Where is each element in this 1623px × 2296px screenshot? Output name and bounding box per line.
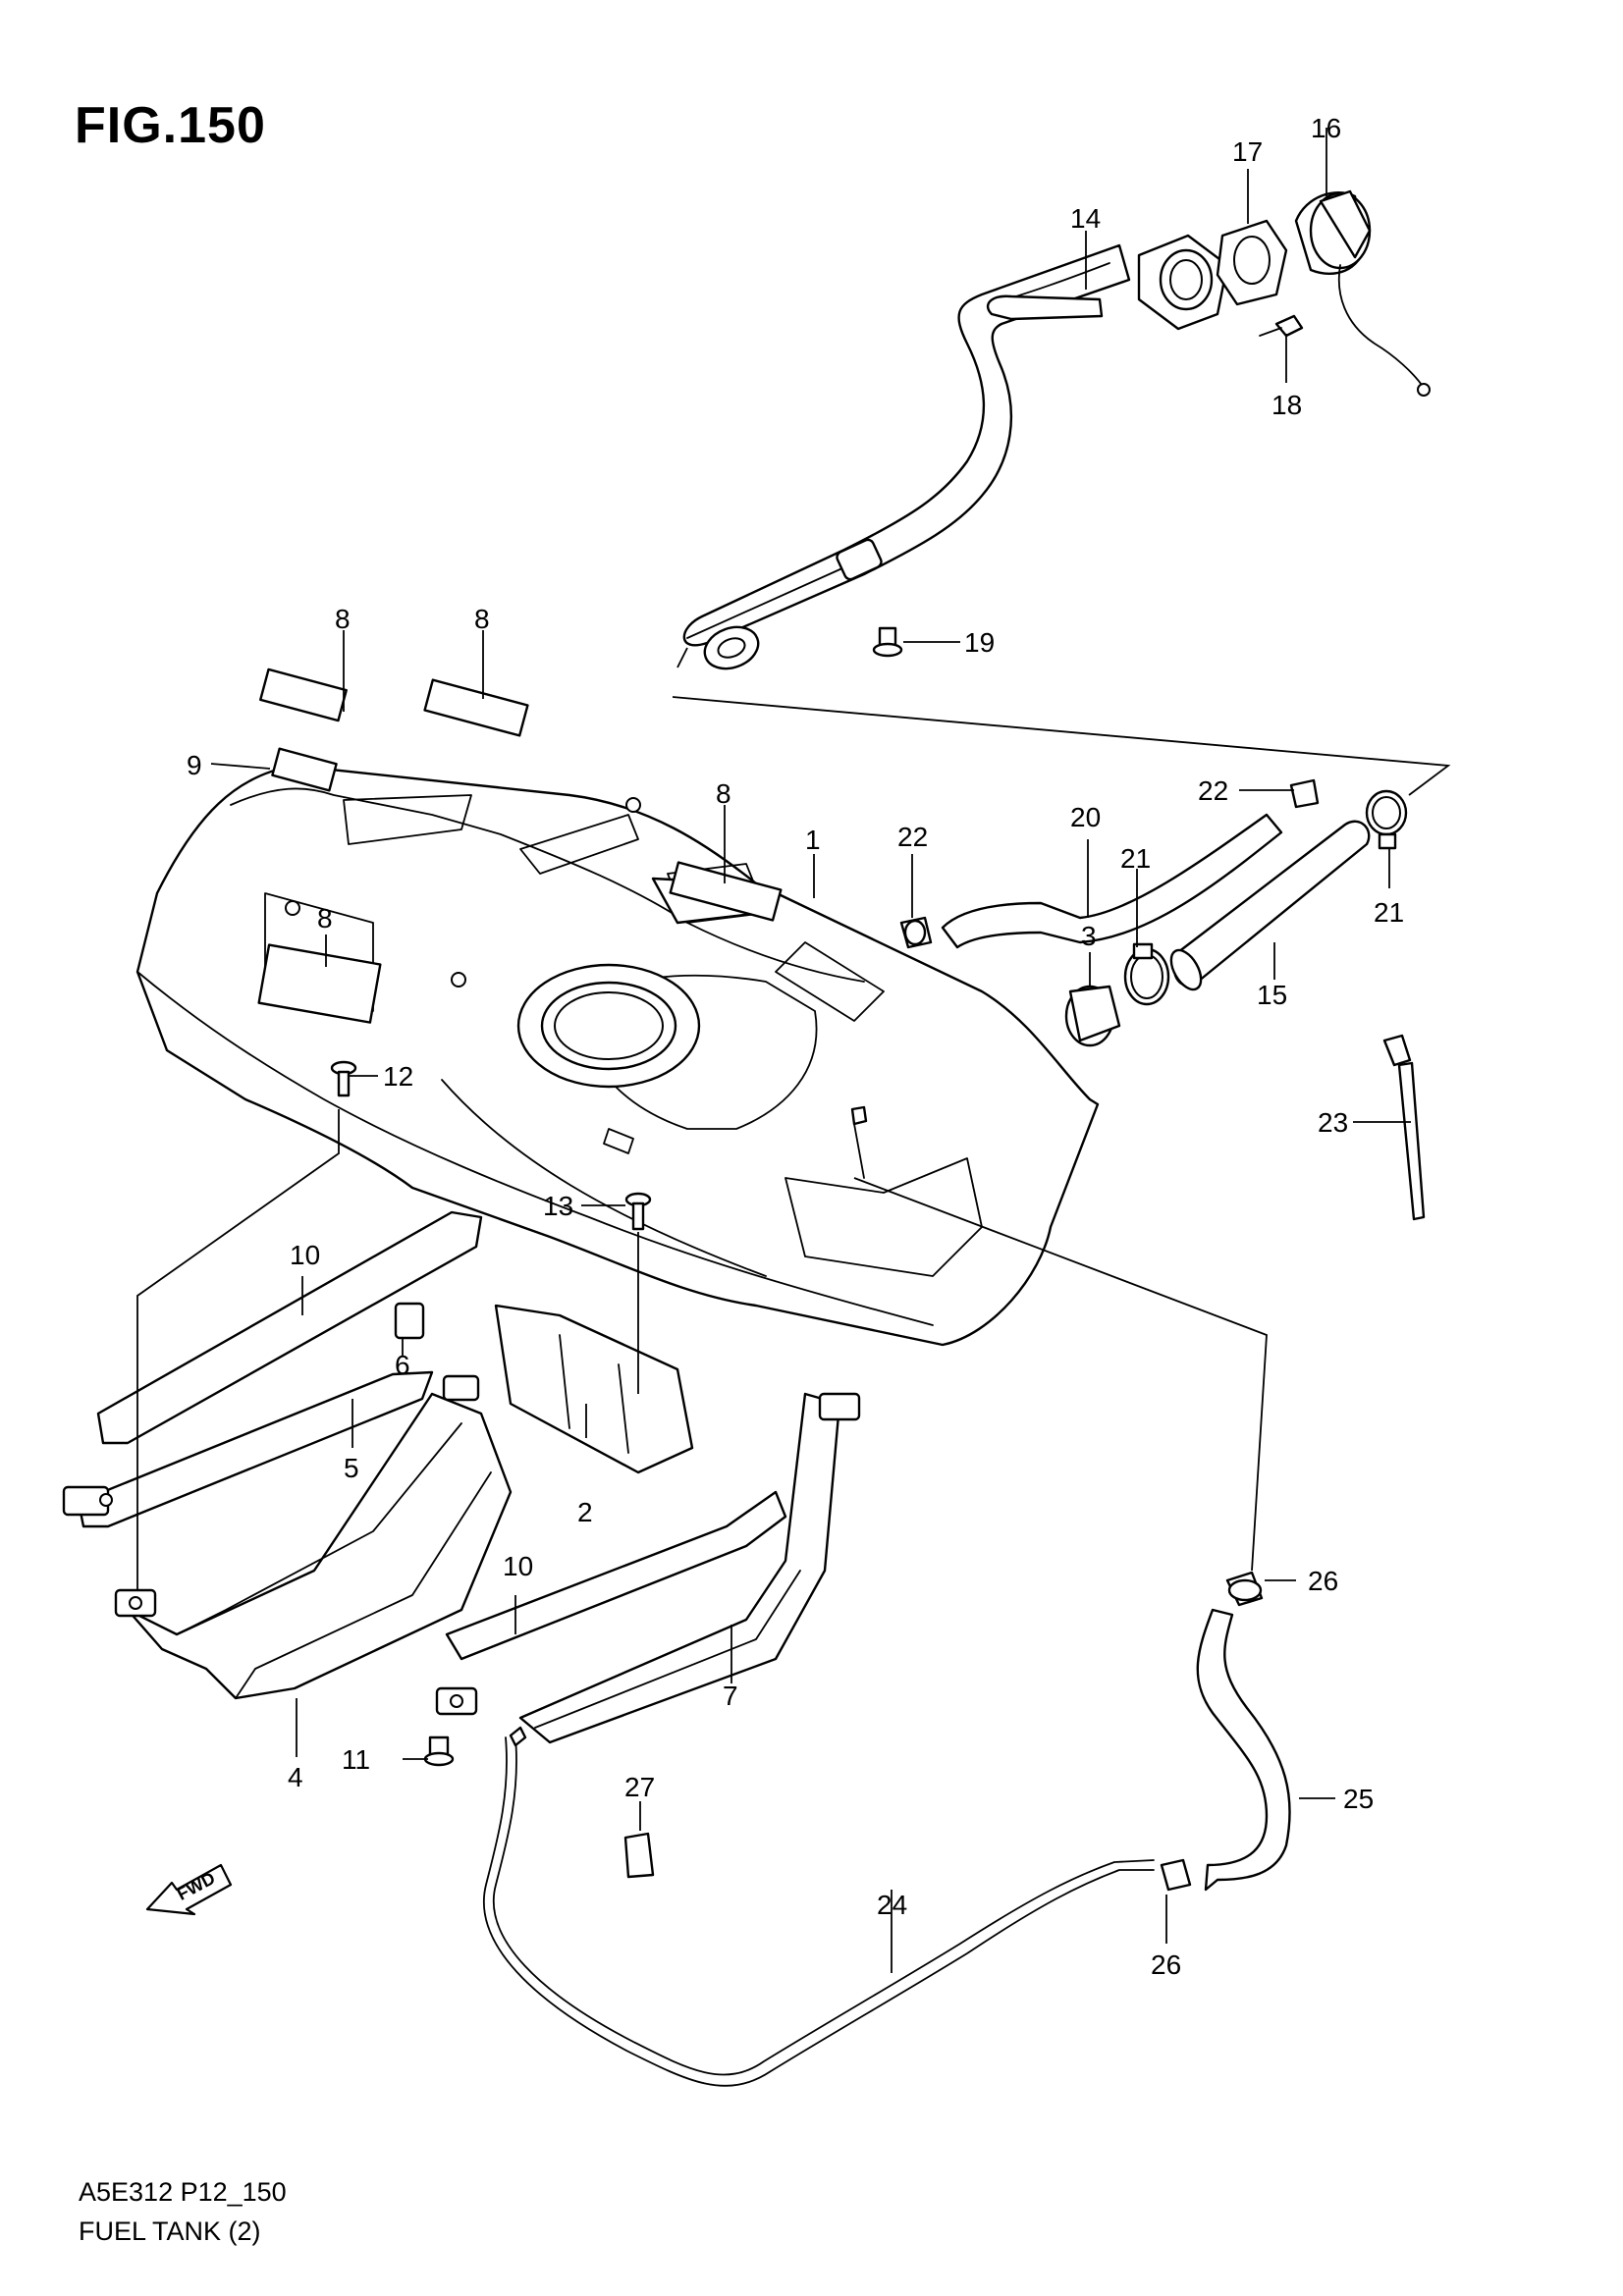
tank-band-10-left: [96, 1210, 483, 1445]
figure-name: FUEL TANK (2): [79, 2216, 261, 2246]
callout-5: 5: [344, 1453, 359, 1483]
clip-26-upper: [1225, 1571, 1264, 1607]
clamp-22-left: [899, 916, 933, 949]
tank-band-5: [62, 1370, 434, 1528]
callout-2: 2: [577, 1497, 593, 1527]
clamp-21-lower: [1123, 942, 1170, 1006]
hose-3: [1064, 985, 1121, 1047]
callout-16: 16: [1311, 113, 1341, 143]
callout-4: 4: [288, 1762, 303, 1792]
callout-14: 14: [1070, 203, 1101, 234]
callout-labels: 1 2 3 4 5 6 7 8 8 8 8 9 10 10 11 12 13 1…: [187, 113, 1404, 1980]
callout-leaders: [210, 128, 1411, 1973]
callout-6: 6: [395, 1350, 410, 1380]
filler-neck-pipe: [676, 234, 1229, 670]
callout-8-center: 8: [716, 778, 731, 809]
clamp-21-upper: [1365, 789, 1408, 850]
clamp-22-right: [1289, 778, 1320, 809]
figure-code: A5E312 P12_150: [79, 2177, 287, 2207]
tank-protector-2: [494, 1304, 694, 1474]
vent-reference-line: [853, 1177, 1268, 1572]
callout-24: 24: [877, 1890, 907, 1920]
callout-8-top-right: 8: [474, 604, 490, 634]
spacer-6: [394, 1302, 425, 1340]
evap-pipe-24: [483, 1726, 1155, 2087]
callout-17: 17: [1232, 136, 1263, 167]
callout-18: 18: [1271, 390, 1302, 420]
tank-cover-4: [114, 1374, 513, 1700]
callout-10-left: 10: [290, 1240, 320, 1270]
callout-27: 27: [624, 1772, 655, 1802]
callout-3: 3: [1081, 921, 1097, 951]
filler-hose-15: [1169, 820, 1371, 991]
tank-band-7: [435, 1392, 861, 1744]
callout-23: 23: [1318, 1107, 1348, 1138]
filler-gasket: [1216, 219, 1288, 306]
callout-8-side: 8: [317, 903, 333, 934]
callout-22-right: 22: [1198, 775, 1228, 806]
clip-27: [623, 1832, 655, 1879]
callout-10-right: 10: [503, 1551, 533, 1581]
breather-hose-20: [941, 813, 1283, 949]
bolt-13: [624, 1192, 652, 1231]
callout-7: 7: [723, 1681, 738, 1711]
bolt-19: [872, 626, 903, 658]
bolt-12-reference-line: [136, 1109, 340, 1590]
forward-direction-badge: FWD: [145, 1863, 233, 1916]
evap-hose-25: [1196, 1608, 1291, 1892]
callout-21-lower: 21: [1120, 843, 1151, 874]
figure-title: FIG.150: [75, 97, 266, 154]
callout-22-left: 22: [897, 822, 928, 852]
callout-11: 11: [342, 1744, 370, 1775]
bolt-11: [423, 1735, 455, 1767]
clip-26-lower: [1160, 1858, 1192, 1892]
callout-8-top-left: 8: [335, 604, 351, 634]
callout-19: 19: [964, 627, 995, 658]
callout-13: 13: [543, 1191, 573, 1221]
callout-26-upper: 26: [1308, 1566, 1338, 1596]
tank-band-10-right: [445, 1490, 787, 1661]
callout-12: 12: [383, 1061, 413, 1092]
callout-25: 25: [1343, 1784, 1374, 1814]
callout-1: 1: [805, 825, 821, 855]
cap-screw: [1259, 314, 1304, 338]
callout-9: 9: [187, 750, 202, 780]
filler-reference-line: [672, 696, 1451, 796]
fuel-filler-cap: [1294, 189, 1431, 397]
callout-20: 20: [1070, 802, 1101, 832]
cable-tie-23: [1382, 1034, 1426, 1221]
callout-15: 15: [1257, 980, 1287, 1010]
callout-21-upper: 21: [1374, 897, 1404, 928]
callout-26-lower: 26: [1151, 1949, 1181, 1980]
bolt-12: [330, 1060, 357, 1097]
fuel-tank: [135, 667, 1100, 1347]
